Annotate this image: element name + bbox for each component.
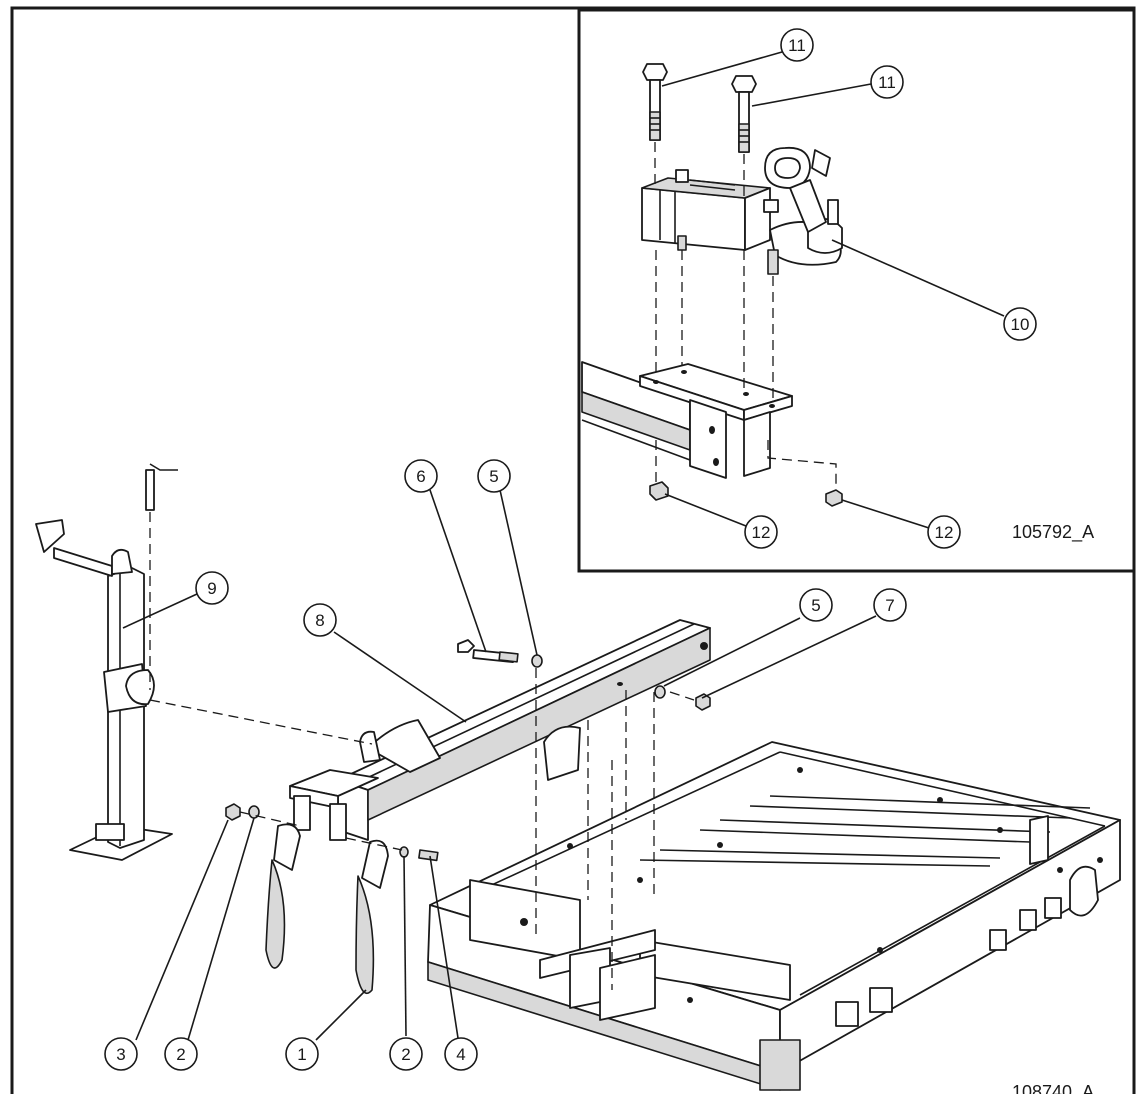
callout-9: 9 xyxy=(195,571,229,605)
washer-right xyxy=(654,685,666,699)
svg-text:5: 5 xyxy=(811,596,820,615)
svg-text:12: 12 xyxy=(752,523,771,542)
trailer-frame xyxy=(427,741,1121,1091)
svg-text:12: 12 xyxy=(935,523,954,542)
safety-chain-left xyxy=(265,823,301,969)
callout-2-right: 2 xyxy=(389,1037,423,1071)
callout-11-right: 11 xyxy=(870,65,904,99)
safety-chain-right xyxy=(355,839,389,995)
inset-coupler-detail xyxy=(577,8,1136,573)
svg-text:3: 3 xyxy=(116,1045,125,1064)
callout-12-right: 12 xyxy=(927,515,961,549)
svg-text:7: 7 xyxy=(885,596,894,615)
svg-text:11: 11 xyxy=(878,73,896,92)
coupler-nut-right xyxy=(825,489,843,507)
coupler-assembly xyxy=(641,146,843,275)
svg-text:8: 8 xyxy=(315,611,324,630)
svg-text:6: 6 xyxy=(416,467,425,486)
svg-text:1: 1 xyxy=(297,1045,306,1064)
callout-1: 1 xyxy=(285,1037,319,1071)
jack-pin xyxy=(145,463,178,511)
washer-chain-right xyxy=(399,846,409,858)
svg-text:11: 11 xyxy=(788,36,806,55)
inset-border xyxy=(577,8,1136,573)
chain-bolt xyxy=(418,849,439,862)
callout-5-right: 5 xyxy=(799,588,833,622)
tongue-bar xyxy=(289,619,711,841)
callout-3: 3 xyxy=(104,1037,138,1071)
coupler-bolt-left xyxy=(642,63,668,141)
washer-top xyxy=(531,654,543,668)
tongue-nut xyxy=(695,693,711,711)
callout-8: 8 xyxy=(303,603,337,637)
svg-text:2: 2 xyxy=(176,1045,185,1064)
callout-10: 10 xyxy=(1003,307,1037,341)
svg-text:9: 9 xyxy=(207,579,216,598)
chain-nut xyxy=(225,803,241,821)
main-drawing-id: 108740_A xyxy=(1012,1082,1094,1094)
callout-7: 7 xyxy=(873,588,907,622)
coupler-nut-left xyxy=(649,481,669,501)
tongue-end-mount xyxy=(581,361,793,479)
tongue-bolt xyxy=(457,639,519,664)
callout-6: 6 xyxy=(404,459,438,493)
callout-11-top: 11 xyxy=(780,28,814,62)
callout-4: 4 xyxy=(444,1037,478,1071)
inset-drawing-id: 105792_A xyxy=(1012,522,1094,543)
svg-text:4: 4 xyxy=(456,1045,465,1064)
tongue-jack xyxy=(35,519,173,861)
svg-text:2: 2 xyxy=(401,1045,410,1064)
callout-2-left: 2 xyxy=(164,1037,198,1071)
callout-12-left: 12 xyxy=(744,515,778,549)
callout-5-top: 5 xyxy=(477,459,511,493)
svg-text:5: 5 xyxy=(489,467,498,486)
coupler-bolt-right xyxy=(731,75,757,153)
svg-text:10: 10 xyxy=(1011,315,1030,334)
